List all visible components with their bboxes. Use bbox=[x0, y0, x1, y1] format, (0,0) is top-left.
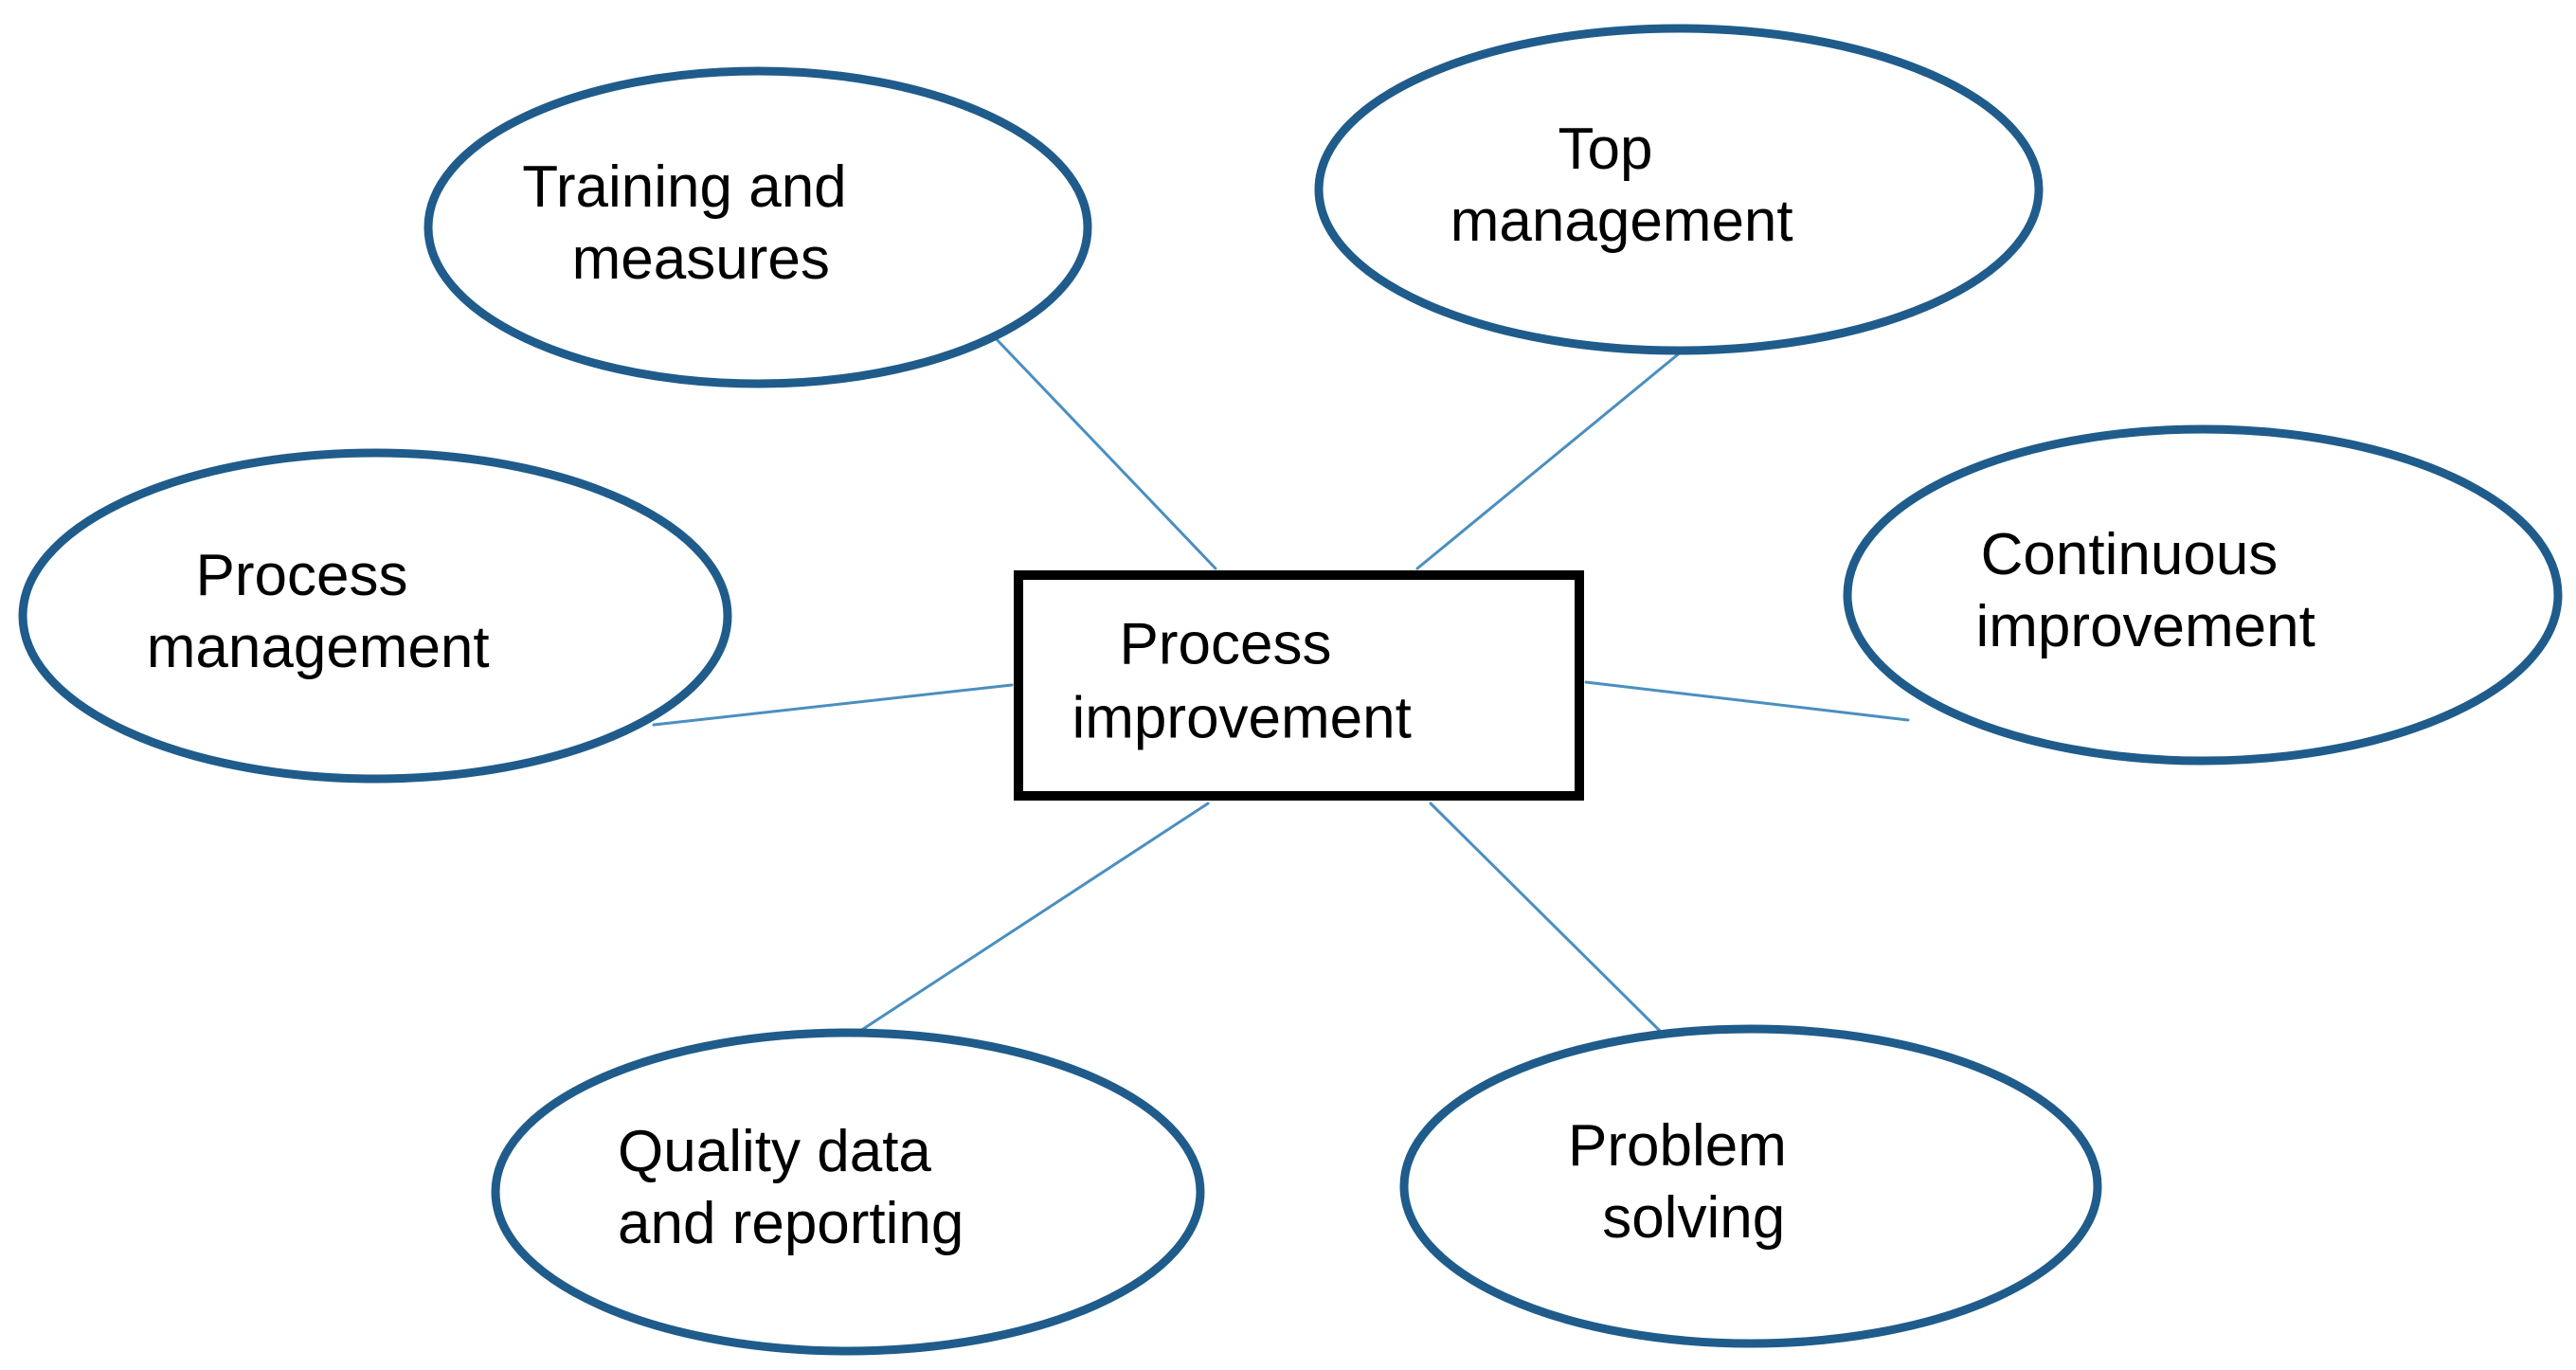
process-management-ellipse[interactable] bbox=[18, 448, 732, 784]
connector-quality-data-and-reporting bbox=[856, 802, 1210, 1035]
center-box-label: Process improvement bbox=[0, 0, 1525, 751]
connector-group bbox=[652, 332, 1910, 1035]
node-top-management[interactable]: Top management bbox=[0, 0, 2044, 355]
node-process-improvement-center[interactable]: Process improvement bbox=[0, 0, 1584, 801]
node-process-management[interactable]: Process management bbox=[0, 0, 732, 784]
continuous-improvement-label-line-2: improvement bbox=[1976, 594, 2315, 659]
top-management-ellipse[interactable] bbox=[1314, 24, 2044, 355]
center-box[interactable] bbox=[1014, 570, 1584, 801]
process-management-label-line-1: Process bbox=[196, 543, 408, 608]
training-and-measures-label: Training and measures bbox=[0, 0, 994, 292]
connector-process-management bbox=[652, 683, 1014, 727]
continuous-improvement-ellipse[interactable] bbox=[1843, 424, 2563, 766]
training-and-measures-label-line-1: Training and bbox=[522, 154, 846, 220]
problem-solving-label: Problem solving bbox=[1568, 1113, 1787, 1251]
quality-data-and-reporting-label-line-2: and reporting bbox=[618, 1191, 964, 1256]
quality-data-and-reporting-ellipse[interactable] bbox=[491, 1028, 1205, 1356]
problem-solving-label-line-2: solving bbox=[1602, 1185, 1785, 1251]
node-continuous-improvement[interactable]: Continuous improvement bbox=[0, 0, 2563, 766]
connector-problem-solving bbox=[1429, 802, 1664, 1035]
quality-data-and-reporting-label-line-1: Quality data bbox=[618, 1119, 931, 1184]
problem-solving-label-line-1: Problem bbox=[1568, 1113, 1787, 1179]
connector-top-management bbox=[1415, 349, 1684, 570]
continuous-improvement-label-line-1: Continuous bbox=[1981, 522, 2279, 587]
top-management-label-line-2: management bbox=[1450, 189, 1793, 254]
process-management-label-line-2: management bbox=[147, 615, 490, 680]
center-box-label-line-2: improvement bbox=[1072, 686, 1412, 751]
problem-solving-ellipse[interactable] bbox=[1399, 1024, 2102, 1348]
training-and-measures-ellipse[interactable] bbox=[423, 66, 1092, 388]
continuous-improvement-label: Continuous improvement bbox=[0, 0, 2429, 659]
connector-training-and-measures bbox=[989, 332, 1217, 570]
node-problem-solving[interactable]: Problem solving bbox=[0, 0, 2102, 1348]
process-management-label: Process management bbox=[0, 0, 603, 680]
quality-data-and-reporting-label: Quality data and reporting bbox=[0, 0, 1078, 1256]
center-box-label-line-1: Process bbox=[1120, 612, 1332, 677]
training-and-measures-label-line-2: measures bbox=[572, 226, 830, 292]
node-quality-data-and-reporting[interactable]: Quality data and reporting bbox=[0, 0, 1205, 1356]
top-management-label: Top management bbox=[0, 0, 1907, 254]
connector-continuous-improvement bbox=[1584, 680, 1910, 722]
top-management-label-line-1: Top bbox=[1558, 117, 1653, 182]
node-training-and-measures[interactable]: Training and measures bbox=[0, 0, 1092, 388]
